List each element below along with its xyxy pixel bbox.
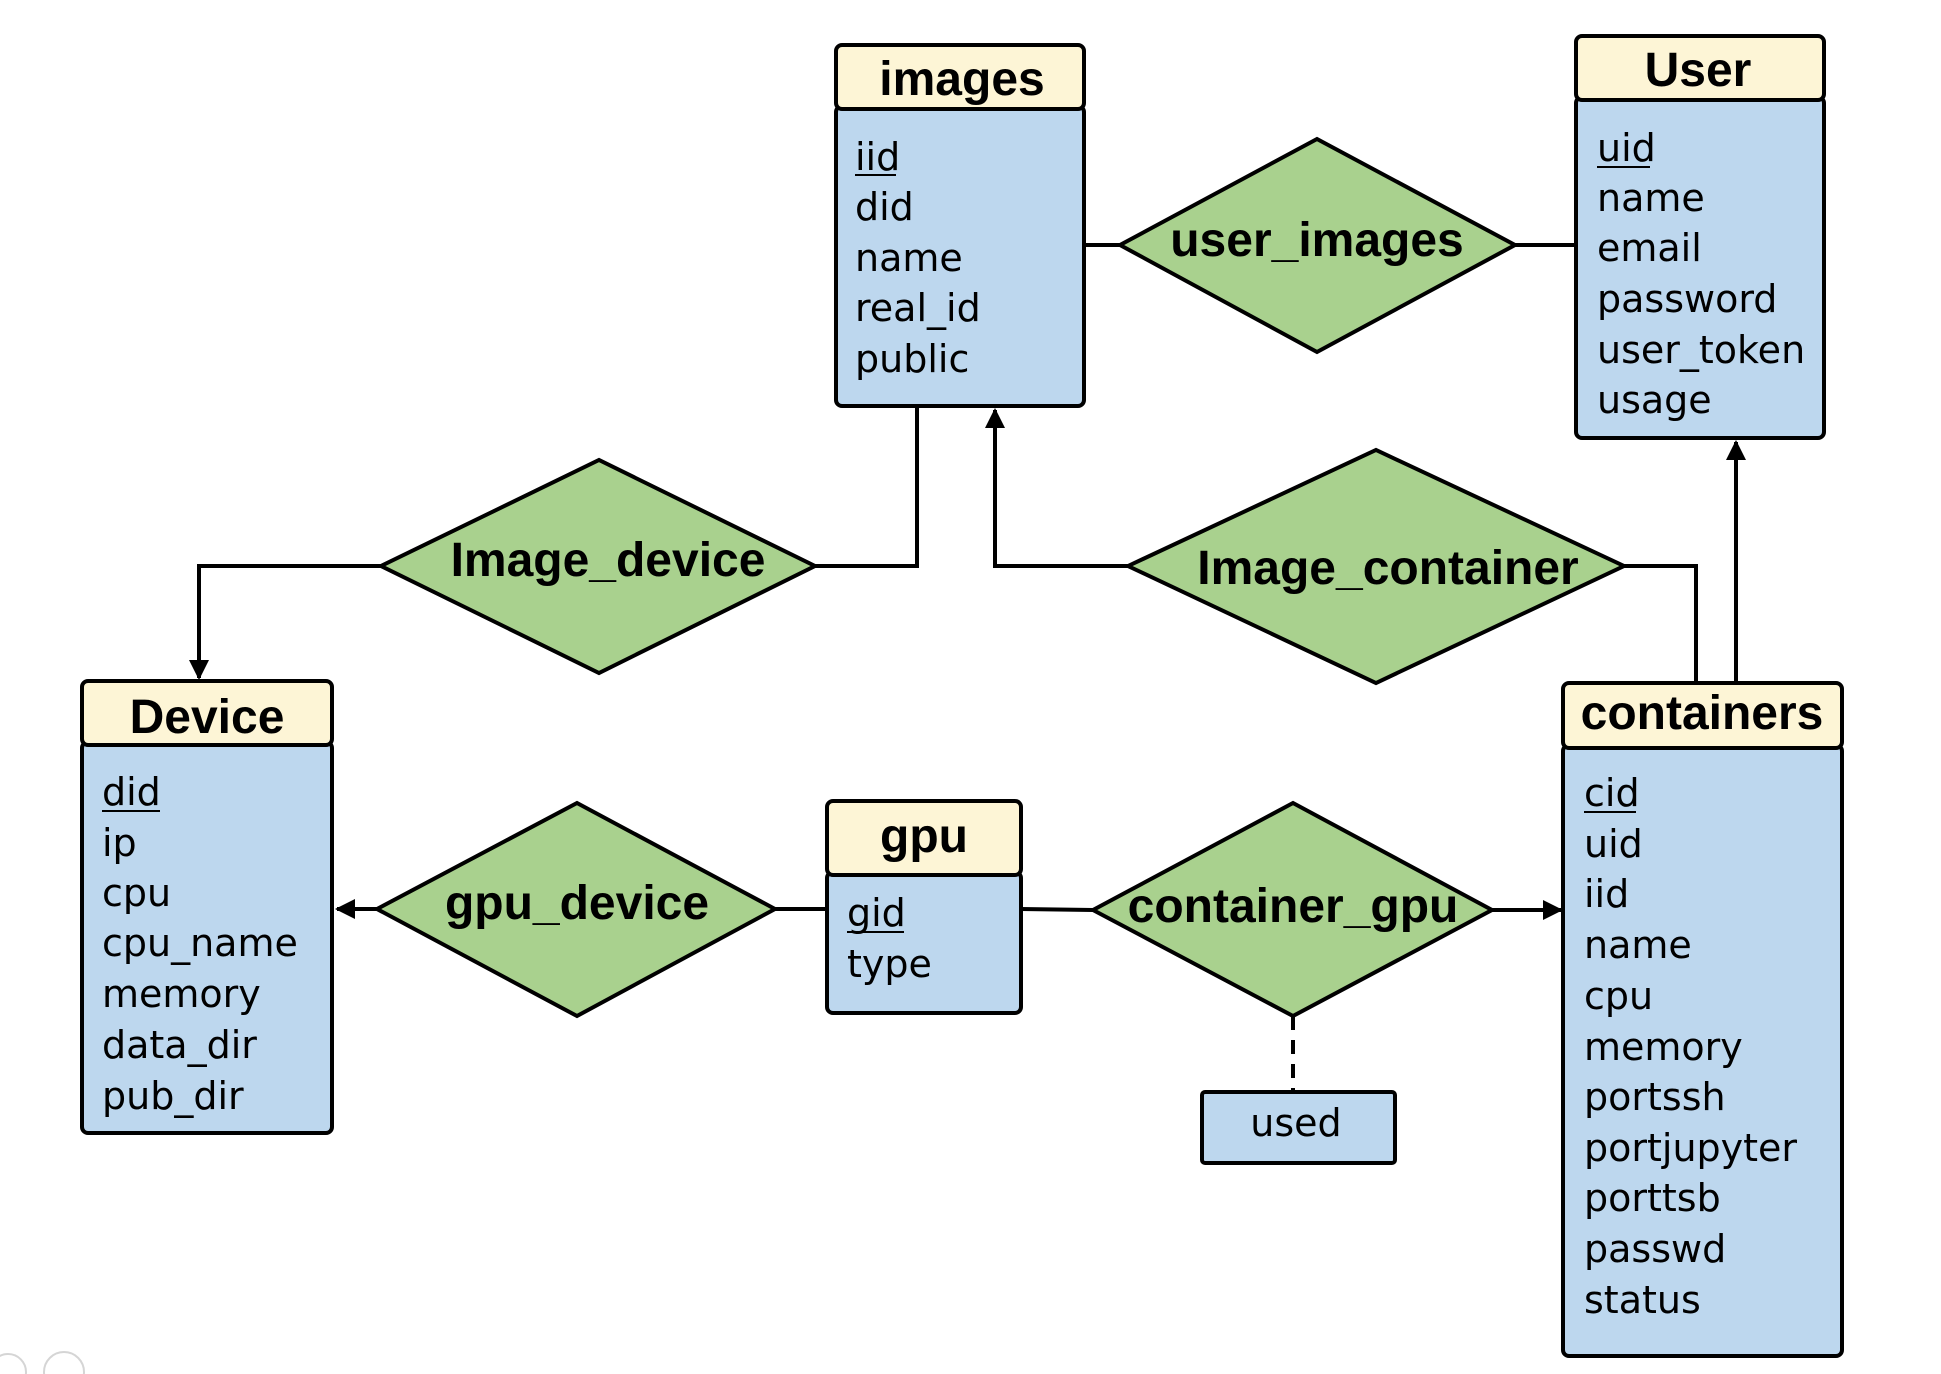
entity-containers[interactable]: containers cid uid iid name cpu memory p… bbox=[1561, 681, 1844, 1358]
attribute: memory bbox=[1584, 1025, 1743, 1069]
attribute: name bbox=[1584, 923, 1692, 967]
edge-image-container-images bbox=[985, 408, 1128, 568]
attribute: type bbox=[847, 942, 932, 986]
attribute: email bbox=[1597, 226, 1702, 270]
relationship-attribute-used[interactable]: used bbox=[1200, 1090, 1397, 1165]
relationship-container-gpu[interactable]: container_gpu bbox=[1088, 800, 1497, 1019]
attribute: cpu_name bbox=[102, 921, 298, 965]
edge-gpu-container-gpu bbox=[1020, 907, 1094, 912]
entity-gpu[interactable]: gpu gid type bbox=[825, 799, 1023, 1015]
relationship-label: gpu_device bbox=[445, 877, 709, 930]
edge-image-device-device bbox=[189, 564, 381, 680]
entity-device[interactable]: Device did ip cpu cpu_name memory data_d… bbox=[80, 679, 334, 1135]
attribute: did bbox=[855, 185, 914, 229]
relationship-user-images[interactable]: user_images bbox=[1115, 136, 1520, 355]
attribute-label: used bbox=[1250, 1101, 1341, 1145]
attribute: real_id bbox=[855, 286, 981, 330]
attribute-key: cid bbox=[1584, 771, 1640, 815]
attribute-key: uid bbox=[1597, 126, 1656, 170]
attribute: name bbox=[1597, 176, 1705, 220]
attribute: pub_dir bbox=[102, 1074, 244, 1118]
entity-images[interactable]: images iid did name real_id public bbox=[834, 43, 1086, 408]
attribute: portjupyter bbox=[1584, 1126, 1797, 1170]
relationship-label: user_images bbox=[1170, 214, 1464, 267]
attribute: data_dir bbox=[102, 1023, 257, 1067]
attribute: porttsb bbox=[1584, 1176, 1721, 1220]
attribute: public bbox=[855, 337, 969, 381]
attribute: user_token bbox=[1597, 328, 1805, 372]
entity-title: images bbox=[879, 53, 1044, 106]
attribute: usage bbox=[1597, 378, 1712, 422]
attribute: passwd bbox=[1584, 1227, 1726, 1271]
relationship-label: Image_device bbox=[451, 534, 766, 587]
entity-title: gpu bbox=[880, 810, 968, 863]
attribute: portssh bbox=[1584, 1075, 1726, 1119]
entity-title: containers bbox=[1581, 687, 1824, 740]
attribute-key: iid bbox=[855, 135, 900, 179]
attribute: cpu bbox=[102, 871, 171, 915]
attribute: name bbox=[855, 236, 963, 280]
attribute-key: did bbox=[102, 770, 161, 814]
relationship-label: container_gpu bbox=[1128, 880, 1459, 933]
connectors bbox=[189, 243, 1746, 1090]
edge-containers-image-container bbox=[1624, 564, 1698, 683]
attribute: password bbox=[1597, 277, 1777, 321]
edge-images-image-device bbox=[815, 406, 919, 568]
zoom-controls[interactable] bbox=[0, 1351, 85, 1374]
entity-title: Device bbox=[130, 691, 285, 744]
attribute: uid bbox=[1584, 822, 1643, 866]
relationship-label: Image_container bbox=[1197, 542, 1578, 595]
relationship-image-container[interactable]: Image_container bbox=[1123, 447, 1629, 686]
attribute-key: gid bbox=[847, 891, 906, 935]
attribute: memory bbox=[102, 972, 261, 1016]
more-icon[interactable] bbox=[43, 1351, 85, 1374]
attribute: iid bbox=[1584, 872, 1629, 916]
entity-user[interactable]: User uid name email password user_token … bbox=[1574, 34, 1826, 440]
entity-title: User bbox=[1645, 44, 1752, 97]
relationship-gpu-device[interactable]: gpu_device bbox=[372, 800, 780, 1019]
attribute: status bbox=[1584, 1278, 1701, 1322]
attribute: cpu bbox=[1584, 974, 1653, 1018]
relationship-image-device[interactable]: Image_device bbox=[376, 457, 820, 676]
zoom-icon[interactable] bbox=[0, 1353, 27, 1374]
attribute: ip bbox=[102, 821, 137, 865]
